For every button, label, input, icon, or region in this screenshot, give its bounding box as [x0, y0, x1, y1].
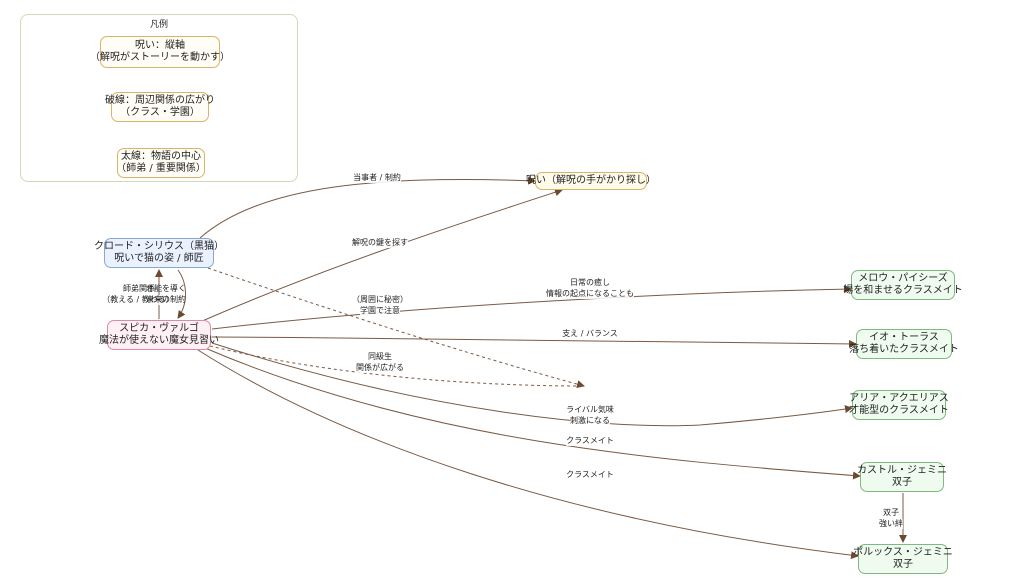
node-mellow-line2: 場を和ませるクラスメイト: [843, 285, 963, 296]
node-io-line1: イオ・トーラス: [869, 332, 939, 343]
node-castor-line1: カストル・ジェミニ: [857, 465, 947, 476]
edge-label-spica-aria-b: 刺激になる: [570, 416, 610, 426]
edge-label-claude-dashed-b: 学園で注意: [360, 306, 400, 316]
legend-title: 凡例: [149, 20, 168, 30]
edge-spica-mellow: [211, 285, 852, 330]
edge-spica-aria: [211, 342, 853, 427]
edge-label-claude-curse: 当事者 / 制約: [353, 173, 401, 183]
edge-spica-pollux: [197, 349, 859, 560]
legend-item-bold-line2: （師弟 / 重要関係）: [116, 163, 206, 174]
node-claude[interactable]: クロード・シリウス（黒猫） 呪いで猫の姿 / 師匠: [94, 238, 224, 268]
node-castor[interactable]: カストル・ジェミニ 双子: [857, 462, 947, 492]
edge-label-castor-pollux-b: 強い絆: [879, 519, 903, 529]
edge-label-spica-pollux: クラスメイト: [566, 470, 614, 480]
edge-spica-io: [211, 336, 857, 348]
edge-spica-castor: [204, 347, 861, 480]
edge-label-claude-dashed-a: （周囲に秘密）: [352, 295, 408, 305]
node-claude-line2: 呪いで猫の姿 / 師匠: [114, 253, 204, 264]
legend-item-curse: 呪い：縦軸 （解呪がストーリーを動かす）: [90, 36, 230, 68]
node-mellow-line1: メロウ・パイシーズ: [858, 273, 948, 284]
edge-label-claude-spica-b: （教える / 教わる）: [102, 295, 174, 305]
edge-label-spica-mellow-b: 情報の起点になることも: [546, 289, 634, 299]
node-spica[interactable]: スピカ・ヴァルゴ 魔法が使えない魔女見習い: [99, 320, 219, 350]
edge-label-spica-castor: クラスメイト: [566, 436, 614, 446]
node-pollux[interactable]: ポルックス・ジェミニ 双子: [853, 544, 953, 574]
legend-box: 凡例 呪い：縦軸 （解呪がストーリーを動かす） 破線：周辺関係の広がり （クラス…: [20, 14, 298, 182]
node-claude-line1: クロード・シリウス（黒猫）: [94, 241, 224, 252]
node-spica-line2: 魔法が使えない魔女見習い: [99, 335, 219, 346]
edge-label-castor-pollux-a: 双子: [883, 508, 899, 518]
legend-item-bold-line1: 太線：物語の中心: [121, 151, 201, 162]
legend-item-curse-line1: 呪い：縦軸: [135, 40, 185, 51]
legend-item-curse-line2: （解呪がストーリーを動かす）: [90, 52, 230, 63]
edge-claude-spica: [177, 269, 186, 319]
edge-label-spica-claude-a: 才能を導く: [146, 284, 186, 293]
edge-label-spica-dashed-b: 関係が広がる: [356, 363, 404, 373]
node-castor-line2: 双子: [892, 477, 912, 488]
edge-label-spica-curse: 解呪の鍵を探す: [352, 238, 408, 248]
node-aria[interactable]: アリア・アクエリアス 才能型のクラスメイト: [849, 390, 949, 420]
edge-label-spica-aria-a: ライバル気味: [566, 405, 614, 415]
node-pollux-line2: 双子: [893, 559, 913, 570]
edge-label-spica-claude-b: 未来の制約: [146, 295, 186, 304]
edge-label-claude-spica-a: 師弟関係: [123, 284, 155, 294]
edge-label-spica-io: 支え / バランス: [562, 329, 618, 339]
edge-claude-curse: [199, 176, 536, 239]
edge-label-spica-mellow-a: 日常の癒し: [570, 278, 610, 288]
node-mellow[interactable]: メロウ・パイシーズ 場を和ませるクラスメイト: [843, 270, 963, 300]
node-spica-line1: スピカ・ヴァルゴ: [119, 323, 199, 334]
node-aria-line1: アリア・アクエリアス: [849, 393, 949, 404]
node-pollux-line1: ポルックス・ジェミニ: [853, 547, 953, 558]
legend-item-dashed-line2: （クラス・学園）: [120, 107, 200, 118]
node-io[interactable]: イオ・トーラス 落ち着いたクラスメイト: [849, 329, 959, 359]
edge-label-spica-dashed-a: 同級生: [368, 352, 392, 362]
legend-item-dashed: 破線：周辺関係の広がり （クラス・学園）: [105, 92, 215, 122]
legend-item-bold: 太線：物語の中心 （師弟 / 重要関係）: [116, 148, 206, 178]
node-curse-label: 呪い（解呪の手がかり探し）: [526, 175, 656, 186]
legend-item-dashed-line1: 破線：周辺関係の広がり: [105, 95, 215, 106]
node-io-line2: 落ち着いたクラスメイト: [849, 344, 959, 355]
node-curse[interactable]: 呪い（解呪の手がかり探し）: [526, 172, 656, 190]
node-aria-line2: 才能型のクラスメイト: [849, 405, 949, 416]
edge-spica-dashed: [209, 345, 585, 387]
